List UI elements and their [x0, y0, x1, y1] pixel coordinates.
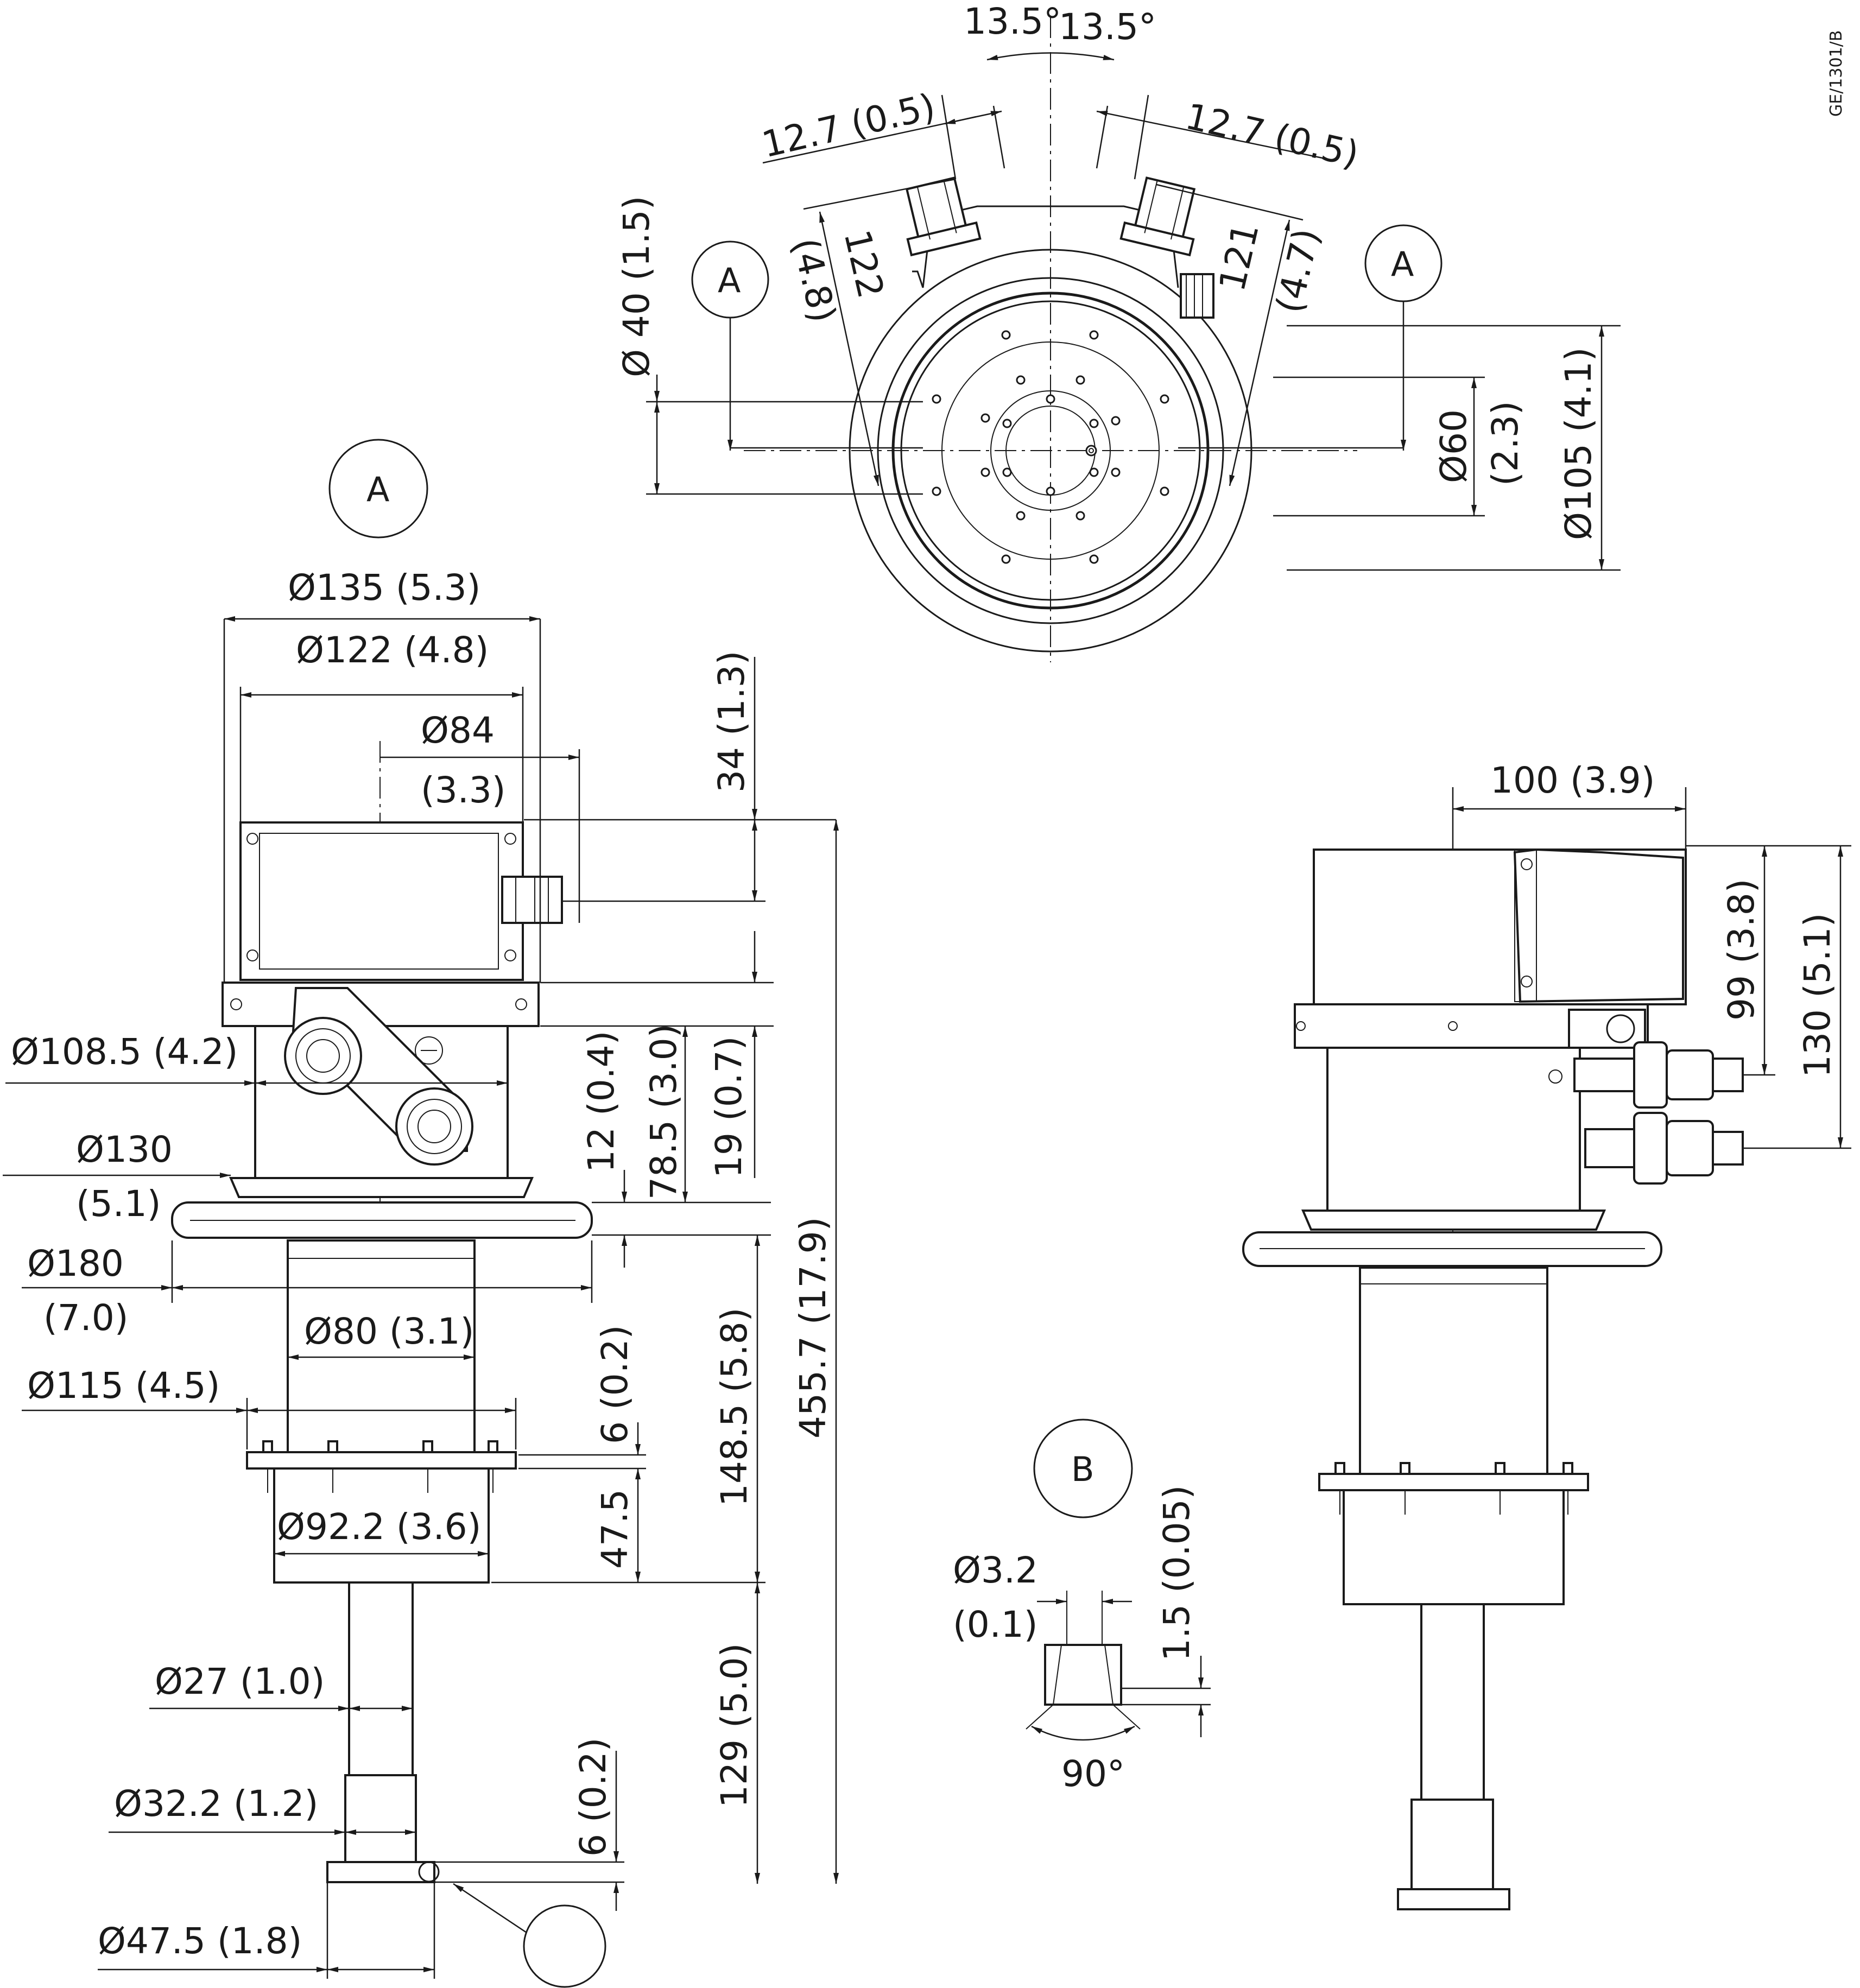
section-a-bubble — [328, 439, 428, 539]
d135-label: Ø135 (5.3) — [288, 567, 480, 609]
d80-label: Ø80 (3.1) — [304, 1310, 474, 1352]
dim-122-label: 122 — [836, 226, 891, 302]
h455-label: 455.7 (17.9) — [792, 1217, 834, 1439]
d27-label: Ø27 (1.0) — [155, 1661, 325, 1702]
h148-label: 148.5 (5.8) — [713, 1308, 755, 1506]
detail-b-hole — [1044, 1644, 1122, 1706]
dia-40-label: Ø 40 (1.5) — [616, 196, 657, 377]
detail-b-label: B — [1071, 1449, 1095, 1489]
entry-left-label: 12.7 (0.5) — [758, 86, 939, 166]
dia-105-label: Ø105 (4.1) — [1558, 347, 1599, 540]
d180-inch-label: (7.0) — [43, 1297, 128, 1339]
d47-label: Ø47.5 (1.8) — [98, 1920, 302, 1962]
detail-b-angle-label: 90° — [1061, 1753, 1125, 1795]
lower-bolts — [262, 1440, 498, 1493]
h47-label: 47.5 — [594, 1489, 636, 1569]
h19-label: 19 (0.7) — [708, 1036, 750, 1178]
h99-label: 99 (3.8) — [1720, 879, 1762, 1021]
drawing-reference: GE/1301/B — [1827, 30, 1846, 117]
front-view: A — [3, 439, 839, 1988]
top-cable-entry-left — [905, 176, 982, 257]
dia-60-inch-label: (2.3) — [1484, 401, 1526, 486]
terminal-box — [239, 821, 524, 981]
entry-right-label: 12.7 (0.5) — [1181, 96, 1362, 176]
d130-label: Ø130 — [76, 1129, 173, 1170]
h6a-label: 6 (0.2) — [594, 1325, 636, 1444]
dim-122-inch-label: (4.8) — [784, 234, 844, 326]
h129-label: 129 (5.0) — [713, 1643, 755, 1808]
angle-left-label: 13.5° — [964, 1, 1061, 42]
h12-label: 12 (0.4) — [580, 1031, 622, 1173]
shaft — [348, 1581, 414, 1776]
angle-right-label: 13.5° — [1059, 6, 1156, 48]
dim-121-label: 121 — [1211, 219, 1267, 295]
side-fitting-lower — [1584, 1128, 1635, 1168]
detail-b-h15-label: 1.5 (0.05) — [1156, 1485, 1198, 1661]
top-cable-entry-right — [1119, 176, 1196, 257]
side-lower-bolts — [1334, 1462, 1573, 1515]
column — [287, 1239, 476, 1453]
h78-label: 78.5 (3.0) — [643, 1024, 685, 1200]
d180-label: Ø180 — [27, 1243, 124, 1284]
d122-label: Ø122 (4.8) — [296, 629, 489, 671]
detail-b-d32-label: Ø3.2 — [953, 1549, 1038, 1591]
h130-label: 130 (5.1) — [1796, 913, 1838, 1078]
d108-label: Ø108.5 (4.2) — [11, 1031, 238, 1073]
w100-label: 100 (3.9) — [1490, 759, 1655, 801]
d130-inch-label: (5.1) — [76, 1183, 161, 1225]
dim-121-inch-label: (4.7) — [1268, 225, 1328, 317]
section-a-label: A — [366, 470, 389, 509]
detail-b-callout — [523, 1904, 606, 1988]
d92-label: Ø92.2 (3.6) — [277, 1506, 481, 1548]
side-fitting-upper — [1573, 1058, 1635, 1092]
section-a-left-label: A — [718, 261, 741, 300]
section-a-right-label: A — [1391, 244, 1414, 284]
side-view: 100 (3.9) 99 (3.8) 130 (5.1) — [1242, 759, 1851, 1910]
detail-b-d32-inch-label: (0.1) — [953, 1604, 1037, 1645]
detail-b-bubble — [1033, 1419, 1133, 1518]
side-cable-gland — [501, 876, 563, 924]
top-view: 13.5° 13.5° 12.7 (0.5) 12.7 (0.5) 122 (4… — [616, 1, 1621, 662]
d84-label: Ø84 — [421, 710, 495, 751]
d84-inch-label: (3.3) — [421, 769, 505, 811]
dia-60-label: Ø60 — [1433, 409, 1475, 483]
h34-label: 34 (1.3) — [711, 651, 752, 793]
d115-label: Ø115 (4.5) — [27, 1365, 220, 1407]
h6b-label: 6 (0.2) — [572, 1738, 614, 1857]
d32-label: Ø32.2 (1.2) — [114, 1783, 318, 1825]
detail-b: B Ø3.2 (0.1) 1.5 (0.05) 90° — [953, 1419, 1211, 1795]
